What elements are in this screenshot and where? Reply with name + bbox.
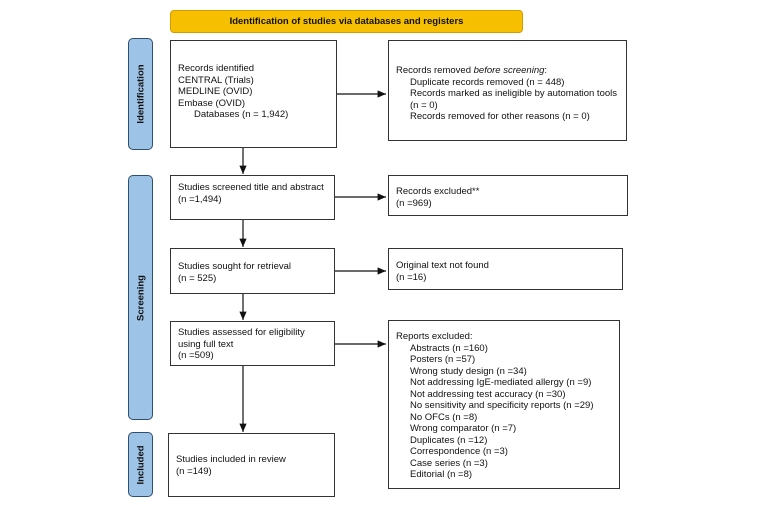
count: (n =16)	[396, 271, 427, 283]
records-excluded-box: Records excluded**(n =969)	[388, 175, 628, 216]
item: Duplicate records removed (n = 448)	[410, 76, 565, 88]
item: Wrong study design (n =34)	[410, 365, 527, 377]
phase-included: Included	[128, 432, 153, 497]
included-box: Studies included in review(n =149)	[168, 433, 335, 497]
item: Editorial (n =8)	[410, 469, 473, 480]
label: Original text not found	[396, 260, 489, 271]
source: MEDLINE (OVID)	[178, 86, 253, 97]
item: Case series (n =3)	[410, 457, 488, 469]
records-identified-box: Records identified CENTRAL (Trials) MEDL…	[170, 40, 337, 148]
label: Records excluded**	[396, 186, 480, 197]
item: Not addressing IgE-mediated allergy (n =…	[410, 377, 592, 388]
item: Records removed for other reasons (n = 0…	[410, 111, 590, 122]
label: Studies sought for retrieval	[178, 261, 292, 272]
item: No sensitivity and specificity reports (…	[410, 400, 594, 411]
item: No OFCs (n =8)	[410, 411, 478, 423]
heading: Records identified	[178, 63, 255, 74]
source: Embase (OVID)	[178, 97, 246, 109]
reports-excluded-box: Reports excluded: Abstracts (n =160) Pos…	[388, 320, 620, 489]
section-title: Identification of studies via databases …	[170, 10, 523, 33]
count: (n = 525)	[178, 272, 217, 284]
item: Abstracts (n =160)	[410, 342, 488, 354]
count: (n =149)	[176, 465, 212, 477]
heading: Reports excluded:	[396, 331, 473, 342]
item: Posters (n =57)	[410, 354, 476, 365]
label: Studies included in review	[176, 454, 286, 465]
phase-identification: Identification	[128, 38, 153, 150]
records-removed-box: Records removed before screening: Duplic…	[388, 40, 627, 141]
item: Records marked as ineligible by automati…	[410, 88, 617, 111]
assessed-box: Studies assessed for eligibility using f…	[170, 321, 335, 366]
sought-box: Studies sought for retrieval(n = 525)	[170, 248, 335, 294]
count: (n =969)	[396, 197, 432, 209]
source: CENTRAL (Trials)	[178, 74, 254, 86]
not-found-box: Original text not found(n =16)	[388, 248, 623, 290]
heading: Records removed before screening:	[396, 65, 548, 76]
item: Duplicates (n =12)	[410, 434, 488, 446]
item: Correspondence (n =3)	[410, 446, 508, 457]
count: (n =509)	[178, 350, 214, 361]
screened-box: Studies screened title and abstract(n =1…	[170, 175, 335, 220]
label: Studies assessed for eligibility using f…	[178, 327, 305, 350]
label: Studies screened title and abstract	[178, 182, 324, 193]
total: Databases (n = 1,942)	[194, 109, 289, 120]
item: Wrong comparator (n =7)	[410, 423, 517, 434]
item: Not addressing test accuracy (n =30)	[410, 388, 566, 400]
phase-screening: Screening	[128, 175, 153, 420]
count: (n =1,494)	[178, 193, 222, 205]
